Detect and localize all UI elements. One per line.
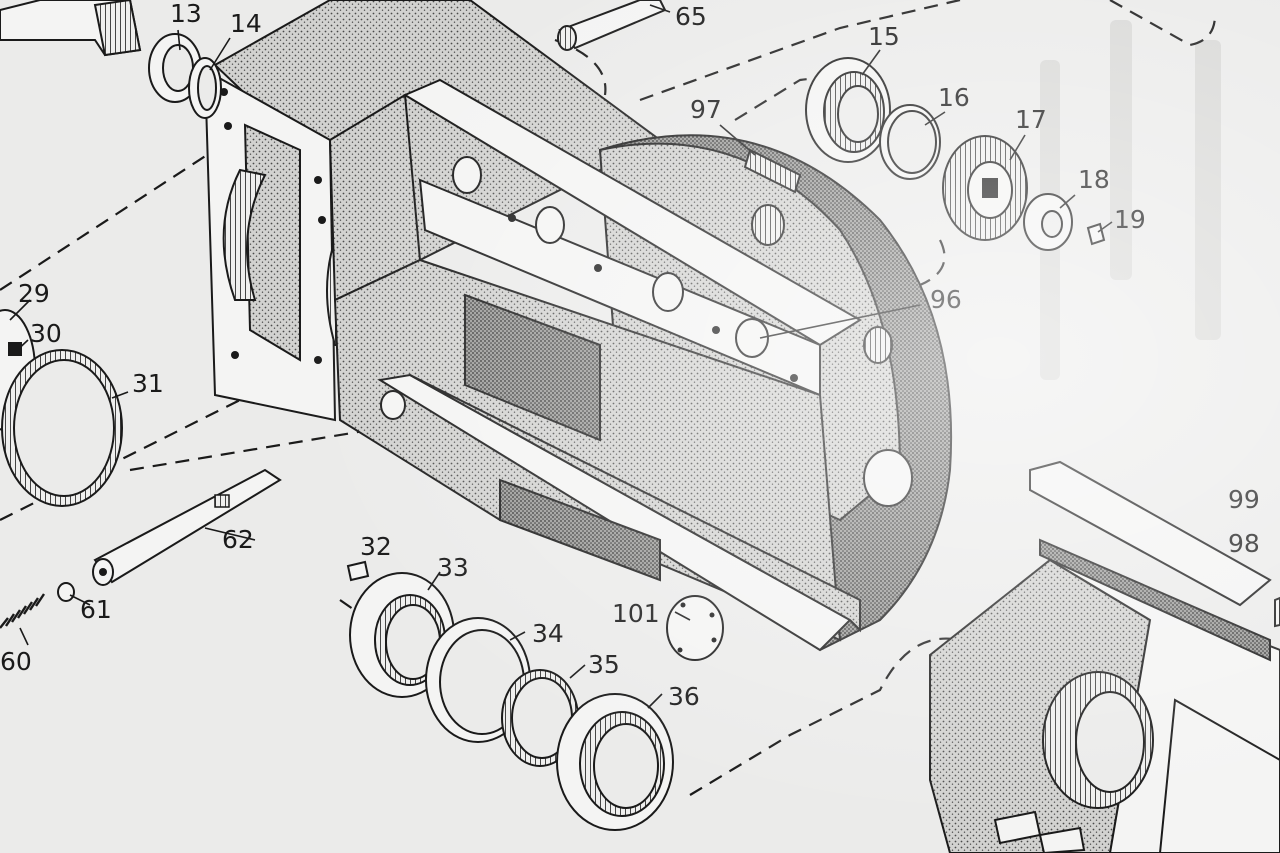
photo-glare [0,0,1280,853]
exploded-parts-diagram: 13 14 65 15 97 16 17 18 19 96 29 30 31 6… [0,0,1280,853]
